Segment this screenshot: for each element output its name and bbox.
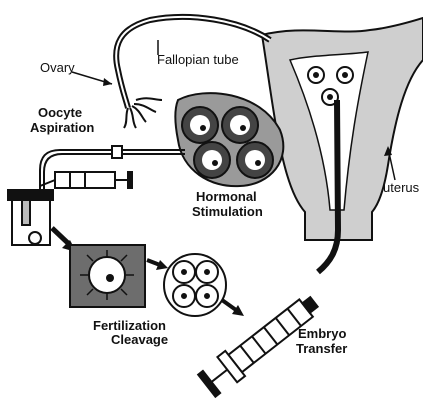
cleaving-embryo [164,254,226,316]
collection-tube [8,190,53,245]
label-uterus: uterus [383,180,420,195]
label-embryo: Embryo [298,326,346,341]
fertilization-dish [70,245,145,307]
label-cleavage: Cleavage [111,332,168,347]
label-fallopian-tube: Fallopian tube [157,52,239,67]
stimulated-ovary [175,93,283,186]
label-oocyte: Oocyte [38,105,82,120]
label-transfer: Transfer [296,341,347,356]
label-hormonal: Hormonal [196,189,257,204]
label-ovary: Ovary [40,60,75,75]
aspiration-syringe [40,172,132,188]
fimbriae [124,98,162,128]
label-stimulation: Stimulation [192,204,263,219]
label-aspiration: Aspiration [30,120,94,135]
label-fertilization: Fertilization [93,318,166,333]
